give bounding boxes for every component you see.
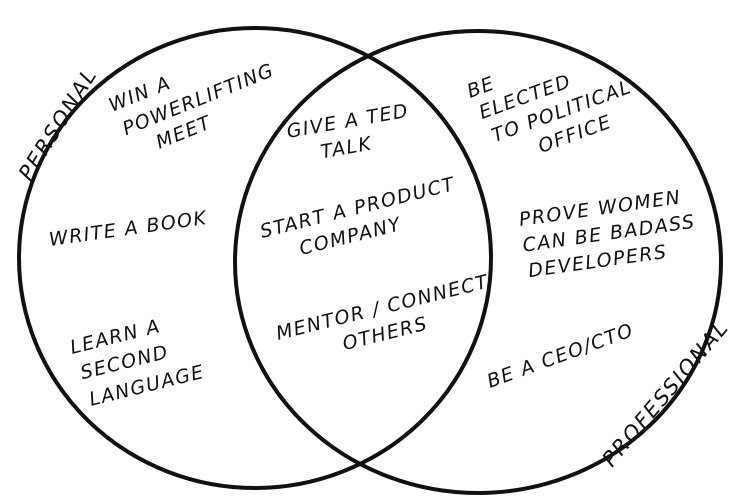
item-win-powerlifting-meet: WIN A POWERLIFTING MEET [106, 59, 278, 153]
item-line: WRITE A BOOK [48, 207, 209, 251]
item-line: TALK [319, 133, 374, 164]
item-learn-second-language: LEARN A SECOND LANGUAGE [68, 315, 207, 411]
professional-circle [233, 29, 723, 495]
item-give-ted-talk: GIVE A TED TALK [285, 100, 411, 164]
personal-circle [17, 26, 493, 490]
item-political-office: BE ELECTED TO POLITICAL OFFICE [464, 70, 635, 158]
item-start-product-company: START A PRODUCT COMPANY [258, 173, 458, 260]
item-write-a-book: WRITE A BOOK [48, 207, 209, 251]
item-prove-women-developers: PROVE WOMEN CAN BE BADASS DEVELOPERS [518, 186, 697, 282]
item-line: BE A CEO/CTO [484, 319, 637, 393]
item-be-ceo-cto: BE A CEO/CTO [484, 319, 637, 393]
item-mentor-connect-others: MENTOR / CONNECT OTHERS [274, 271, 491, 355]
personal-label: PERSONAL [14, 63, 102, 184]
